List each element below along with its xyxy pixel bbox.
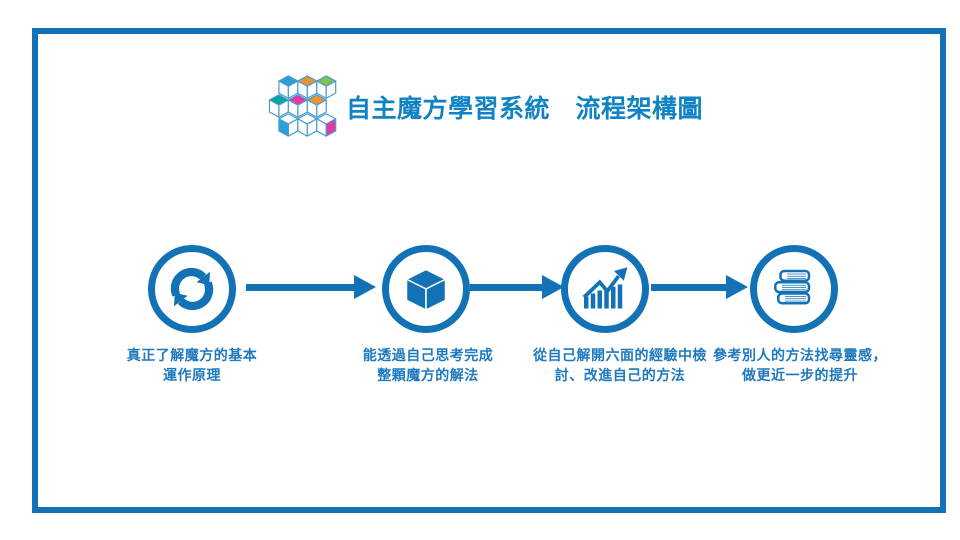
- step-label-line: 運作原理: [163, 367, 221, 383]
- flow-arrow-1: [246, 275, 376, 299]
- border-frame: [32, 28, 946, 513]
- step-label-solve: 能透過自己思考完成 整顆魔方的解法: [313, 345, 543, 385]
- arrow-shaft: [651, 284, 728, 291]
- flow-arrow-2: [470, 275, 564, 299]
- step-label-line: 整顆魔方的解法: [377, 367, 479, 383]
- step-label-line: 真正了解魔方的基本: [126, 347, 258, 363]
- step-label-line: 參考別人的方法找尋靈感，: [713, 347, 887, 363]
- arrow-head: [726, 275, 748, 299]
- arrow-head: [354, 275, 376, 299]
- step-label-line: 討、改進自己的方法: [554, 367, 686, 383]
- step-circle-reference: [750, 245, 838, 333]
- growth-chart-icon: [582, 267, 628, 309]
- step-label-line: 能透過自己思考完成: [362, 347, 494, 363]
- logo-cube: [278, 75, 337, 99]
- step-label-review: 從自己解開六面的經驗中檢 討、改進自己的方法: [505, 345, 735, 385]
- step-label-line: 做更近一步的提升: [742, 367, 858, 383]
- cubes-logo: [268, 75, 337, 137]
- step-circle-solve: [382, 245, 470, 333]
- arrow-head: [542, 275, 564, 299]
- logo-cube: [268, 94, 327, 118]
- page-title: 自主魔方學習系統 流程架構圖: [346, 95, 704, 123]
- arrow-shaft: [246, 284, 356, 291]
- flow-arrow-3: [651, 275, 748, 299]
- cube-icon: [404, 268, 448, 312]
- step-circle-understand: [148, 245, 236, 333]
- step-label-understand: 真正了解魔方的基本 運作原理: [77, 345, 307, 385]
- books-icon: [773, 269, 811, 305]
- step-label-line: 從自己解開六面的經驗中檢: [533, 347, 707, 363]
- step-label-reference: 參考別人的方法找尋靈感， 做更近一步的提升: [685, 345, 915, 385]
- sync-icon: [170, 267, 214, 311]
- step-circle-review: [561, 245, 649, 333]
- logo-cube: [278, 113, 337, 137]
- arrow-shaft: [470, 284, 544, 291]
